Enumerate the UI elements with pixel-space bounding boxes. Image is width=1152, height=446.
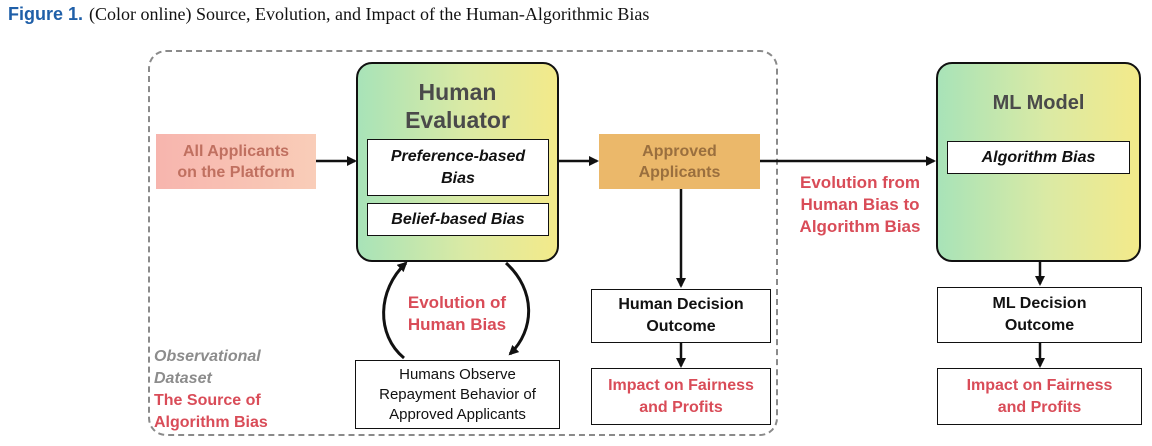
- dataset-label-line3: The Source of: [154, 392, 261, 409]
- evolution-human-bias-line2: Human Bias: [407, 315, 507, 334]
- ml-model-title: ML Model: [992, 92, 1085, 114]
- human-impact-box: Impact on Fairness and Profits: [591, 368, 771, 425]
- belief-bias-box: Belief-based Bias: [367, 203, 549, 236]
- curve-observe-to-evaluator: [382, 261, 408, 360]
- approved-applicants-box: Approved Applicants: [599, 134, 760, 189]
- humans-observe-line2: Repayment Behavior of: [379, 385, 536, 403]
- evolution-algorithm-line2: Human Bias to: [800, 195, 920, 214]
- figure-label: Figure 1.: [8, 4, 84, 24]
- ml-impact-box: Impact on Fairness and Profits: [937, 368, 1142, 425]
- all-applicants-line1: All Applicants: [182, 142, 290, 160]
- figure-caption: Figure 1.(Color online) Source, Evolutio…: [8, 4, 649, 25]
- humans-observe-line1: Humans Observe: [399, 365, 516, 383]
- evolution-algorithm-line3: Algorithm Bias: [799, 217, 921, 236]
- human-decision-line2: Outcome: [646, 318, 716, 335]
- human-evaluator-title-line1: Human: [418, 79, 497, 105]
- algorithm-bias-box: Algorithm Bias: [947, 141, 1130, 174]
- preference-bias-line2: Bias: [441, 169, 475, 187]
- belief-bias-label: Belief-based Bias: [391, 210, 525, 228]
- dataset-label: Observational Dataset The Source of Algo…: [154, 346, 268, 434]
- ml-impact-line2: and Profits: [997, 398, 1082, 416]
- algorithm-bias-label: Algorithm Bias: [981, 148, 1096, 166]
- human-impact-line2: and Profits: [639, 398, 723, 416]
- ml-decision-outcome-box: ML Decision Outcome: [937, 287, 1142, 343]
- approved-applicants-line1: Approved: [642, 142, 717, 160]
- all-applicants-box: All Applicants on the Platform: [156, 134, 316, 189]
- figure-caption-text: (Color online) Source, Evolution, and Im…: [89, 4, 650, 24]
- preference-bias-line1: Preference-based: [390, 147, 526, 165]
- humans-observe-box: Humans Observe Repayment Behavior of App…: [355, 360, 560, 429]
- observational-dataset-region: [148, 50, 778, 436]
- evolution-algorithm-line1: Evolution from: [800, 173, 920, 192]
- dataset-label-line2: Dataset: [154, 370, 212, 387]
- ml-decision-line2: Outcome: [1004, 317, 1075, 334]
- human-decision-line1: Human Decision: [618, 296, 744, 313]
- evolution-human-bias-line1: Evolution of: [407, 293, 507, 312]
- dataset-label-line4: Algorithm Bias: [154, 414, 268, 431]
- human-decision-outcome-box: Human Decision Outcome: [591, 289, 771, 343]
- human-impact-line1: Impact on Fairness: [608, 376, 754, 394]
- ml-impact-line1: Impact on Fairness: [966, 376, 1113, 394]
- ml-decision-line1: ML Decision: [992, 295, 1087, 312]
- human-evaluator-title-line2: Evaluator: [405, 107, 510, 133]
- curve-evaluator-to-observe: [504, 261, 531, 356]
- dataset-label-line1: Observational: [154, 348, 261, 365]
- humans-observe-line3: Approved Applicants: [389, 405, 526, 423]
- all-applicants-line2: on the Platform: [177, 163, 295, 181]
- preference-bias-box: Preference-based Bias: [367, 139, 549, 196]
- evolution-human-bias-label: Evolution of Human Bias: [392, 292, 522, 336]
- evolution-algorithm-bias-label: Evolution from Human Bias to Algorithm B…: [780, 172, 940, 238]
- approved-applicants-line2: Applicants: [638, 163, 721, 181]
